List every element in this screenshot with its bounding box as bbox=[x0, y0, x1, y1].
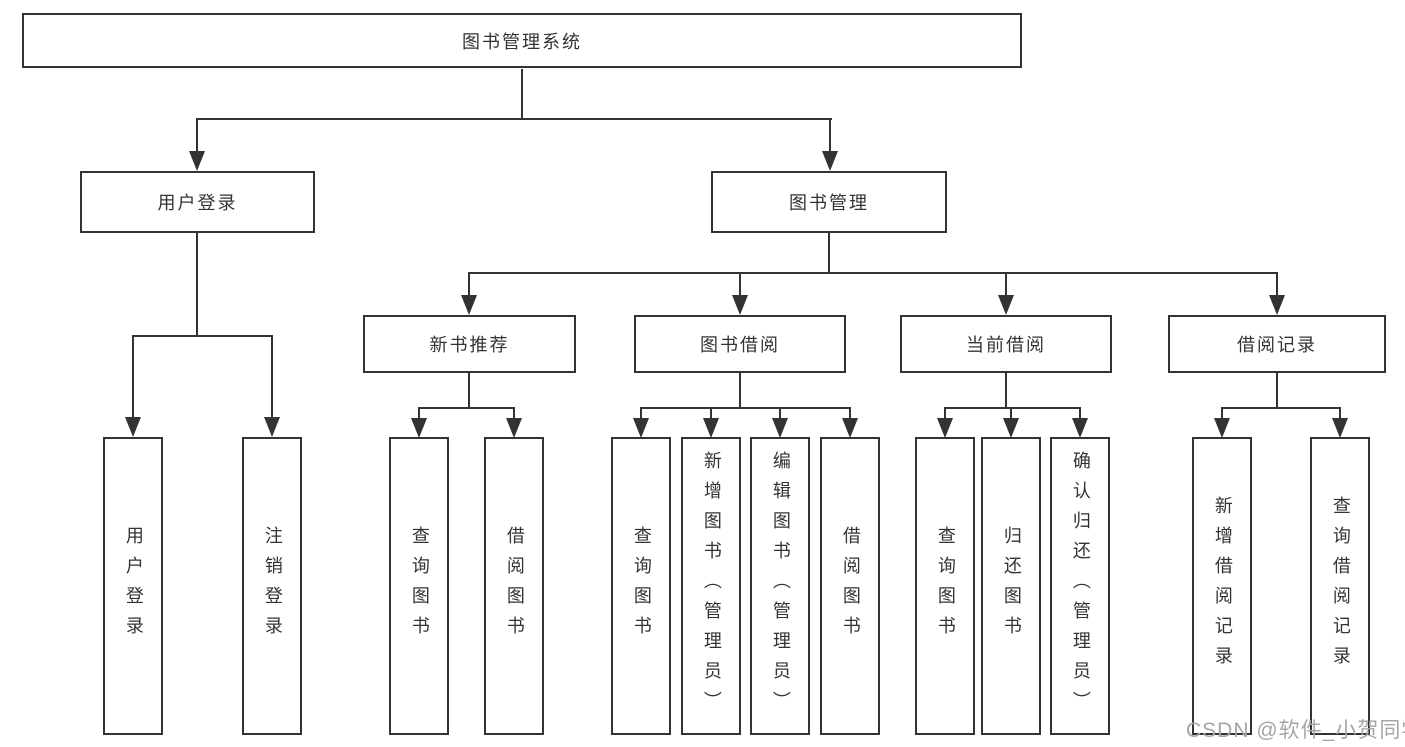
arrow-down-icon bbox=[506, 418, 522, 438]
node-new-book-recommend: 新书推荐 bbox=[363, 315, 576, 373]
connector-hline bbox=[196, 118, 832, 120]
leaf-newrec-query-books: 查询图书 bbox=[389, 437, 449, 735]
leaf-label: 查询借阅记录 bbox=[1330, 496, 1351, 676]
connector-vline bbox=[196, 233, 198, 336]
node-user-login-branch: 用户登录 bbox=[80, 171, 315, 233]
node-book-management-branch: 图书管理 bbox=[711, 171, 947, 233]
connector-hline bbox=[468, 272, 1278, 274]
leaf-label: 用户登录 bbox=[123, 526, 144, 646]
leaf-records-add-record: 新增借阅记录 bbox=[1192, 437, 1252, 735]
connector-hline bbox=[944, 407, 1081, 409]
arrow-down-icon bbox=[937, 418, 953, 438]
connector-vline bbox=[1079, 409, 1081, 421]
leaf-label: 借阅图书 bbox=[840, 526, 861, 646]
leaf-label: 新增图书（管理员） bbox=[701, 451, 722, 721]
leaf-label: 查询图书 bbox=[631, 526, 652, 646]
arrow-down-icon bbox=[772, 418, 788, 438]
node-borrowing-records: 借阅记录 bbox=[1168, 315, 1386, 373]
node-label: 借阅记录 bbox=[1237, 335, 1317, 355]
leaf-newrec-borrow-books: 借阅图书 bbox=[484, 437, 544, 735]
arrow-down-icon bbox=[189, 151, 205, 171]
leaf-label: 查询图书 bbox=[935, 526, 956, 646]
connector-vline bbox=[739, 274, 741, 297]
connector-vline bbox=[1221, 409, 1223, 421]
node-label: 新书推荐 bbox=[429, 335, 510, 355]
leaf-borrow-borrow-books: 借阅图书 bbox=[820, 437, 880, 735]
arrow-down-icon bbox=[1214, 418, 1230, 438]
arrow-down-icon bbox=[732, 295, 748, 315]
node-book-borrowing: 图书借阅 bbox=[634, 315, 846, 373]
leaf-label: 编辑图书（管理员） bbox=[770, 451, 791, 721]
leaf-current-confirm-return-admin: 确认归还（管理员） bbox=[1050, 437, 1110, 735]
connector-vline bbox=[779, 409, 781, 421]
connector-vline bbox=[828, 233, 830, 274]
node-root-label: 图书管理系统 bbox=[462, 31, 582, 52]
node-label: 用户登录 bbox=[157, 193, 238, 213]
connector-vline bbox=[196, 120, 198, 153]
node-label: 图书借阅 bbox=[700, 335, 780, 355]
arrow-down-icon bbox=[461, 295, 477, 315]
node-root-system: 图书管理系统 bbox=[22, 13, 1022, 68]
leaf-records-query-record: 查询借阅记录 bbox=[1310, 437, 1370, 735]
connector-vline bbox=[1010, 409, 1012, 421]
leaf-current-query-books: 查询图书 bbox=[915, 437, 975, 735]
leaf-label: 归还图书 bbox=[1001, 526, 1022, 646]
connector-hline bbox=[1221, 407, 1341, 409]
connector-vline bbox=[1276, 274, 1278, 297]
connector-vline bbox=[739, 373, 741, 409]
leaf-label: 确认归还（管理员） bbox=[1070, 451, 1091, 721]
leaf-label: 注销登录 bbox=[262, 526, 283, 646]
leaf-current-return-books: 归还图书 bbox=[981, 437, 1041, 735]
arrow-down-icon bbox=[1072, 418, 1088, 438]
arrow-down-icon bbox=[264, 417, 280, 437]
connector-hline bbox=[132, 335, 273, 337]
arrow-down-icon bbox=[633, 418, 649, 438]
connector-hline bbox=[418, 407, 515, 409]
csdn-watermark: CSDN @软件_小贺同学 bbox=[1186, 719, 1405, 742]
leaf-borrow-query-books: 查询图书 bbox=[611, 437, 671, 735]
connector-vline bbox=[513, 409, 515, 421]
arrow-down-icon bbox=[411, 418, 427, 438]
arrow-down-icon bbox=[842, 418, 858, 438]
connector-vline bbox=[132, 337, 134, 419]
leaf-user-login: 用户登录 bbox=[103, 437, 163, 735]
connector-vline bbox=[710, 409, 712, 421]
leaf-label: 查询图书 bbox=[409, 526, 430, 646]
connector-vline bbox=[468, 274, 470, 297]
node-current-borrowing: 当前借阅 bbox=[900, 315, 1112, 373]
node-label: 当前借阅 bbox=[966, 335, 1046, 355]
connector-hline bbox=[640, 407, 851, 409]
connector-vline bbox=[1005, 373, 1007, 409]
connector-vline bbox=[468, 373, 470, 409]
arrow-down-icon bbox=[703, 418, 719, 438]
leaf-borrow-edit-books-admin: 编辑图书（管理员） bbox=[750, 437, 810, 735]
connector-vline bbox=[640, 409, 642, 421]
arrow-down-icon bbox=[1269, 295, 1285, 315]
arrow-down-icon bbox=[125, 417, 141, 437]
leaf-borrow-add-books-admin: 新增图书（管理员） bbox=[681, 437, 741, 735]
arrow-down-icon bbox=[998, 295, 1014, 315]
leaf-logout: 注销登录 bbox=[242, 437, 302, 735]
connector-vline bbox=[1339, 409, 1341, 421]
connector-vline bbox=[1005, 274, 1007, 297]
connector-vline bbox=[849, 409, 851, 421]
connector-vline bbox=[271, 337, 273, 419]
connector-vline bbox=[521, 69, 523, 119]
connector-vline bbox=[829, 120, 831, 153]
connector-vline bbox=[944, 409, 946, 421]
arrow-down-icon bbox=[1332, 418, 1348, 438]
arrow-down-icon bbox=[1003, 418, 1019, 438]
arrow-down-icon bbox=[822, 151, 838, 171]
connector-vline bbox=[1276, 373, 1278, 409]
leaf-label: 借阅图书 bbox=[504, 526, 525, 646]
leaf-label: 新增借阅记录 bbox=[1212, 496, 1233, 676]
node-label: 图书管理 bbox=[789, 193, 869, 213]
connector-vline bbox=[418, 409, 420, 421]
